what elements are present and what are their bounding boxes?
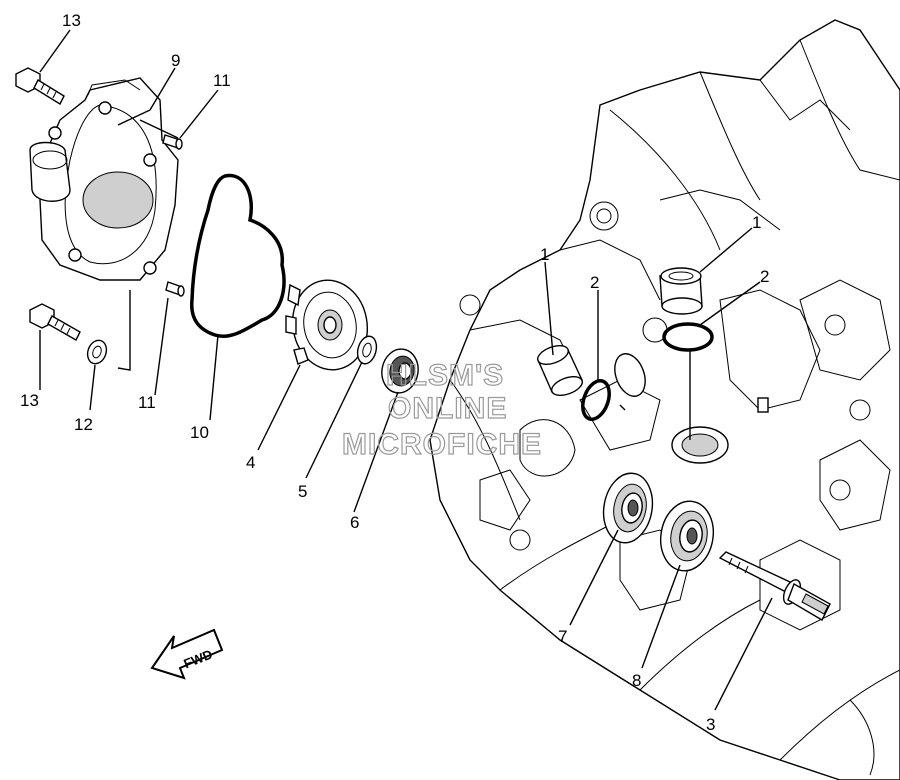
callout-11-top: 11 bbox=[213, 71, 231, 90]
forward-direction-arrow: FWD bbox=[150, 628, 224, 680]
callout-12: 12 bbox=[74, 415, 93, 434]
callout-1-right: 1 bbox=[752, 213, 761, 232]
watermark-line-3: MICROFICHE bbox=[342, 428, 542, 461]
leader-lines bbox=[39, 29, 773, 711]
callout-11-bottom: 11 bbox=[138, 393, 156, 412]
callout-2-left: 2 bbox=[590, 273, 599, 292]
callout-5: 5 bbox=[298, 482, 307, 501]
washer-5 bbox=[356, 335, 378, 365]
collar-1-left bbox=[537, 345, 583, 396]
callout-4: 4 bbox=[246, 453, 255, 472]
callout-10: 10 bbox=[190, 423, 209, 442]
callout-3: 3 bbox=[706, 715, 715, 734]
dowel-pin-11-upper bbox=[162, 134, 183, 150]
washer-12 bbox=[86, 339, 108, 365]
bolt-13-lower bbox=[29, 303, 81, 341]
o-ring-2-right bbox=[662, 322, 714, 352]
gasket-10 bbox=[190, 173, 286, 338]
callout-1-left: 1 bbox=[540, 245, 549, 264]
callout-8: 8 bbox=[632, 671, 641, 690]
bearing-8 bbox=[659, 500, 715, 572]
callout-13-bottom: 13 bbox=[20, 391, 39, 410]
impeller-shaft-3 bbox=[718, 551, 831, 621]
callout-9: 9 bbox=[171, 51, 180, 70]
bearing-7 bbox=[602, 472, 654, 544]
callout-labels: 13 9 11 13 12 11 10 4 5 6 1 2 1 2 7 8 3 bbox=[20, 11, 769, 734]
impeller-4 bbox=[285, 279, 368, 371]
callout-6: 6 bbox=[350, 513, 359, 532]
watermark: HLSM'S ONLINE MICROFICHE bbox=[341, 358, 542, 461]
oil-seal-6 bbox=[381, 348, 419, 394]
o-ring-2-left bbox=[581, 379, 611, 421]
callout-13-top: 13 bbox=[62, 11, 81, 30]
dowel-pin-11-lower bbox=[165, 281, 185, 297]
water-pump-housing bbox=[29, 77, 179, 281]
bolt-13-upper bbox=[15, 67, 65, 105]
watermark-line-2: ONLINE bbox=[388, 392, 507, 425]
callout-7: 7 bbox=[558, 627, 567, 646]
watermark-line-1: HLSM'S bbox=[386, 359, 504, 392]
callout-2-right: 2 bbox=[760, 267, 769, 286]
collar-1-right bbox=[659, 267, 703, 315]
